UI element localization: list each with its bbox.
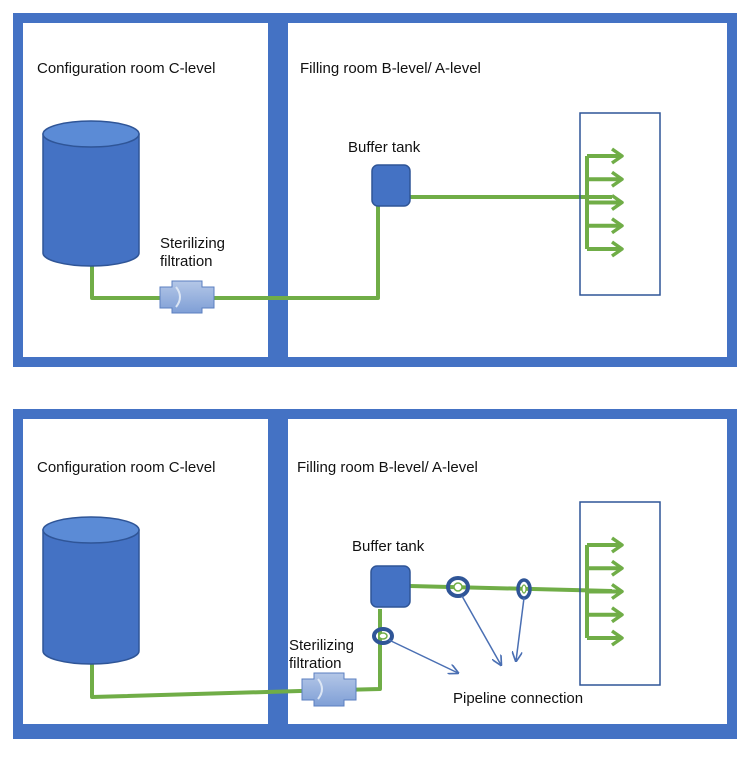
pointer-line	[516, 597, 525, 661]
outlet-arrow-head	[610, 606, 624, 624]
top-buffer-tank	[371, 164, 411, 207]
outlet-arrow-head	[610, 217, 624, 235]
pointer-line	[388, 639, 458, 673]
top-filter-label-line1: Sterilizing	[160, 235, 225, 252]
outlet-arrow-head	[610, 559, 624, 577]
pipeline-connection-ring	[446, 576, 470, 598]
bottom-filter-label-line2: filtration	[289, 655, 342, 672]
pipeline-connection-label: Pipeline connection	[453, 690, 583, 707]
top-diagram: Configuration room C-level Filling room …	[13, 13, 737, 367]
top-pipe	[90, 206, 380, 300]
bottom-left-room-title: Configuration room C-level	[37, 459, 215, 476]
bottom-outlet-arrows	[587, 536, 624, 647]
bottom-storage-tank	[42, 516, 140, 665]
top-filling-outlet-box	[579, 112, 661, 296]
top-filter-label-line2: filtration	[160, 253, 213, 270]
outlet-arrow-head	[610, 147, 624, 165]
outlet-arrow-head	[610, 629, 624, 647]
outlet-arrow-head	[610, 194, 624, 211]
outlet-arrow-head	[610, 170, 624, 188]
top-storage-tank	[42, 120, 140, 267]
bottom-diagram: Configuration room C-level Filling room …	[13, 409, 737, 739]
top-left-room-title: Configuration room C-level	[37, 60, 215, 77]
bottom-filter-label-line1: Sterilizing	[289, 637, 354, 654]
top-outlet-arrows	[587, 147, 624, 258]
bottom-buffer-tank-label: Buffer tank	[352, 538, 425, 555]
pointer-line	[461, 595, 501, 665]
bottom-right-room-title: Filling room B-level/ A-level	[297, 459, 478, 476]
outlet-arrow-head	[610, 536, 624, 554]
bottom-pipe	[90, 609, 382, 699]
top-right-room-title: Filling room B-level/ A-level	[300, 60, 481, 77]
bottom-sterilizing-filter	[301, 672, 357, 707]
outlet-arrow-head	[610, 583, 624, 600]
bottom-pipe-to-outlet	[409, 584, 613, 593]
pipeline-connection-ring	[372, 627, 394, 645]
top-sterilizing-filter	[159, 280, 215, 314]
outlet-arrow-head	[610, 240, 624, 258]
bottom-buffer-tank	[370, 565, 411, 608]
bottom-filling-outlet-box	[579, 501, 661, 686]
top-buffer-tank-label: Buffer tank	[348, 139, 421, 156]
